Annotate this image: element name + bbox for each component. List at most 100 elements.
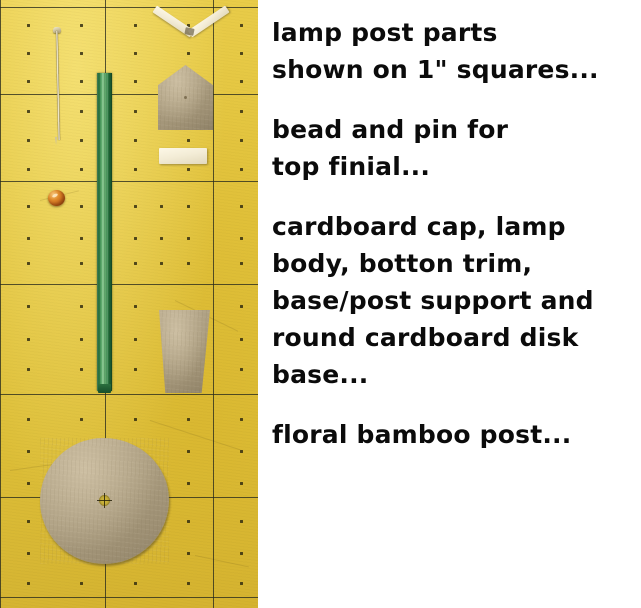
grid-dot xyxy=(240,24,243,27)
grid-dot xyxy=(27,237,30,240)
grid-dot xyxy=(240,582,243,585)
grid-dot xyxy=(80,205,83,208)
grid-dot xyxy=(80,52,83,55)
grid-dot xyxy=(80,262,83,265)
grid-dot xyxy=(134,52,137,55)
bamboo-post-cut-end xyxy=(98,384,111,393)
grid-dot xyxy=(80,80,83,83)
grid-dot xyxy=(240,205,243,208)
grid-dot xyxy=(27,110,30,113)
grid-dot xyxy=(240,237,243,240)
grid-dot xyxy=(134,418,137,421)
grid-dot xyxy=(160,237,163,240)
grid-dot xyxy=(134,139,137,142)
caption-spacer xyxy=(272,393,641,416)
grid-dot xyxy=(240,305,243,308)
grid-dot xyxy=(80,24,83,27)
finial-bead xyxy=(48,190,65,206)
grid-dot xyxy=(80,338,83,341)
caption-block-cardboard-parts: cardboard cap, lamp body, botton trim, b… xyxy=(272,212,594,389)
disk-base-center-hole xyxy=(97,493,112,508)
grid-dot xyxy=(27,338,30,341)
grid-dot xyxy=(240,418,243,421)
grid-dot xyxy=(27,552,30,555)
grid-dot xyxy=(187,205,190,208)
grid-dot xyxy=(160,262,163,265)
grid-dot xyxy=(27,139,30,142)
grid-dot xyxy=(187,237,190,240)
grid-dot xyxy=(134,110,137,113)
bead-highlight xyxy=(51,192,59,199)
pin-head xyxy=(53,27,61,33)
grid-dot xyxy=(27,450,30,453)
grid-dot xyxy=(240,552,243,555)
grid-dot xyxy=(134,368,137,371)
grid-dot xyxy=(240,110,243,113)
grid-dot xyxy=(134,262,137,265)
grid-dot xyxy=(240,139,243,142)
base-post-support xyxy=(159,310,210,393)
grid-dot xyxy=(134,80,137,83)
grid-dot xyxy=(134,338,137,341)
grid-dot xyxy=(27,482,30,485)
grid-dot xyxy=(27,24,30,27)
grid-dot xyxy=(240,262,243,265)
grid-dot xyxy=(27,520,30,523)
grid-dot xyxy=(134,24,137,27)
grid-dot xyxy=(27,582,30,585)
grid-line-vertical xyxy=(213,0,214,608)
grid-dot xyxy=(187,552,190,555)
parts-caption: lamp post parts shown on 1" squares... b… xyxy=(258,0,641,608)
grid-dot xyxy=(240,168,243,171)
grid-line-horizontal xyxy=(0,284,258,285)
grid-dot xyxy=(134,205,137,208)
grid-dot xyxy=(240,52,243,55)
lamp-post-parts-photo xyxy=(0,0,258,608)
grid-dot xyxy=(240,368,243,371)
grid-dot xyxy=(187,52,190,55)
grid-dot xyxy=(27,168,30,171)
grid-line-horizontal xyxy=(0,94,258,95)
grid-dot xyxy=(27,418,30,421)
grid-dot xyxy=(80,168,83,171)
bamboo-striations xyxy=(97,73,112,391)
grid-dot xyxy=(187,168,190,171)
grid-dot xyxy=(27,368,30,371)
grid-dot xyxy=(240,80,243,83)
grid-dot xyxy=(134,237,137,240)
grid-line-horizontal xyxy=(0,597,258,598)
caption-block-lamp-post-parts: lamp post parts shown on 1" squares... xyxy=(272,18,599,84)
lamp-body-mark xyxy=(184,96,187,99)
grid-dot xyxy=(27,80,30,83)
bottom-trim xyxy=(159,148,207,164)
grid-dot xyxy=(187,139,190,142)
grid-dot xyxy=(187,482,190,485)
grid-dot xyxy=(80,418,83,421)
grid-dot xyxy=(80,368,83,371)
caption-spacer xyxy=(272,88,641,111)
caption-spacer xyxy=(272,185,641,208)
grid-line-vertical xyxy=(0,0,1,608)
grid-dot xyxy=(240,482,243,485)
bamboo-post-shaft xyxy=(97,73,112,391)
grid-dot xyxy=(187,24,190,27)
caption-block-bead-and-pin: bead and pin for top finial... xyxy=(272,115,509,181)
grid-dot xyxy=(187,450,190,453)
grid-line-horizontal xyxy=(0,7,258,8)
grid-dot xyxy=(240,520,243,523)
grid-dot xyxy=(187,262,190,265)
grid-dot xyxy=(27,52,30,55)
grid-dot xyxy=(80,582,83,585)
grid-dot xyxy=(134,305,137,308)
pin-tip xyxy=(54,136,58,146)
grid-dot xyxy=(27,305,30,308)
grid-dot xyxy=(134,582,137,585)
grid-dot xyxy=(187,520,190,523)
grid-dot xyxy=(240,450,243,453)
grid-dot xyxy=(27,262,30,265)
grid-line-horizontal xyxy=(0,181,258,182)
grid-line-horizontal xyxy=(0,394,258,395)
grid-dot xyxy=(134,168,137,171)
grid-dot xyxy=(187,418,190,421)
